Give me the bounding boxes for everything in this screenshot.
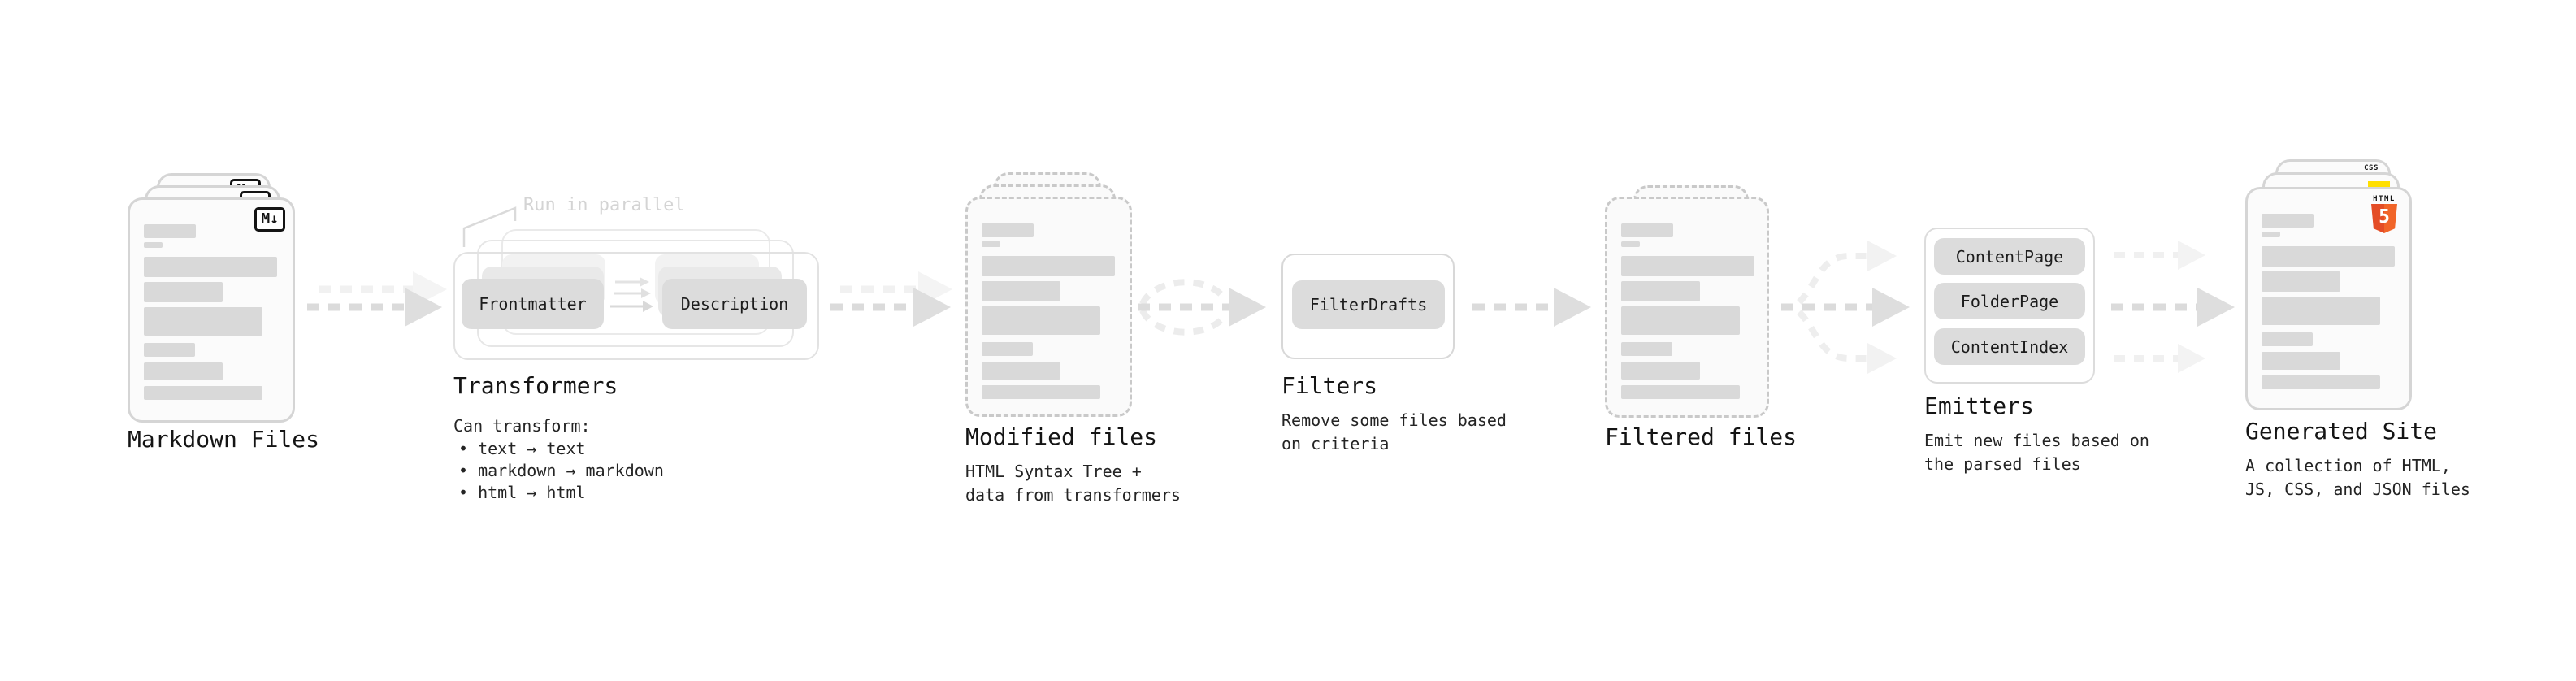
doc-line-placeholder <box>1621 306 1740 335</box>
sublabel-line: data from transformers <box>965 485 1181 505</box>
doc-line-placeholder <box>2262 246 2395 267</box>
sublabel-line: JS, CSS, and JSON files <box>2245 479 2470 499</box>
doc-line-placeholder <box>982 223 1034 237</box>
arrow-filtered-to-emitters <box>1781 241 1910 374</box>
doc-line-placeholder <box>1621 281 1700 301</box>
filters-label: Filters <box>1281 372 1378 399</box>
html5-icon-shield: 5 <box>2371 204 2397 233</box>
generated-site-label: Generated Site <box>2245 418 2438 445</box>
modified-file-card <box>965 197 1132 417</box>
doc-line-placeholder <box>2262 214 2314 228</box>
doc-line-placeholder <box>982 241 1000 247</box>
transformers-bullet: • html → html <box>458 483 586 502</box>
doc-line-placeholder <box>982 342 1033 356</box>
transformers-bullet: • text → text <box>458 439 586 458</box>
doc-line-placeholder <box>982 385 1100 399</box>
markdown-file-card: M↓ <box>128 197 295 423</box>
doc-line-placeholder <box>2262 297 2380 325</box>
doc-line-placeholder <box>1621 256 1754 276</box>
doc-line-placeholder <box>144 242 163 248</box>
doc-line-placeholder <box>144 343 195 357</box>
filtered-file-card <box>1605 197 1769 418</box>
doc-line-placeholder <box>982 256 1115 276</box>
sublabel-line: A collection of HTML, <box>2245 456 2451 475</box>
emitters-sublabel: Emit new files based on the parsed files <box>1924 429 2149 476</box>
js-icon <box>2368 181 2390 190</box>
doc-line-placeholder <box>982 362 1060 380</box>
description-transformer-chip: Description <box>662 279 807 329</box>
doc-line-placeholder <box>982 306 1100 335</box>
doc-line-placeholder <box>2262 232 2280 237</box>
sublabel-line: Emit new files based on <box>1924 431 2149 450</box>
doc-line-placeholder <box>1621 223 1673 237</box>
sublabel-line: on criteria <box>1281 434 1390 453</box>
emitters-label: Emitters <box>1924 393 2034 419</box>
arrow-modified-to-filters <box>1138 279 1266 336</box>
generated-site-sublabel: A collection of HTML, JS, CSS, and JSON … <box>2245 454 2470 501</box>
doc-line-placeholder <box>144 307 262 336</box>
css-icon-label: CSS <box>2364 164 2379 172</box>
arrow-filters-to-filtered <box>1472 288 1591 327</box>
arrow-transformers-to-modified <box>830 271 952 327</box>
sublabel-line: the parsed files <box>1924 454 2081 474</box>
site-file-card-html: HTML 5 <box>2245 187 2412 410</box>
doc-line-placeholder <box>1621 385 1740 399</box>
folderpage-emitter-chip: FolderPage <box>1934 283 2085 319</box>
doc-line-placeholder <box>144 224 196 238</box>
filters-sublabel: Remove some files based on criteria <box>1281 409 1507 456</box>
run-in-parallel-note: Run in parallel <box>523 195 685 215</box>
transformers-label: Transformers <box>453 372 618 399</box>
html5-icon-word: HTML <box>2373 195 2396 203</box>
transformers-bullet: • markdown → markdown <box>458 461 664 480</box>
transformers-subtitle: Can transform: <box>453 416 591 436</box>
doc-line-placeholder <box>1621 241 1640 247</box>
doc-line-placeholder <box>982 281 1060 301</box>
doc-line-placeholder <box>144 282 223 302</box>
contentindex-emitter-chip: ContentIndex <box>1934 328 2085 365</box>
sublabel-line: Remove some files based <box>1281 410 1507 430</box>
doc-line-placeholder <box>1621 342 1672 356</box>
transformer-stack-outline-front <box>453 252 819 360</box>
doc-line-placeholder <box>144 362 223 380</box>
doc-line-placeholder <box>2262 352 2340 370</box>
doc-line-placeholder <box>2262 375 2380 389</box>
markdown-icon: M↓ <box>254 207 285 232</box>
filterdrafts-chip: FilterDrafts <box>1292 280 1445 329</box>
modified-files-label: Modified files <box>965 423 1158 450</box>
contentpage-emitter-chip: ContentPage <box>1934 238 2085 275</box>
doc-line-placeholder <box>2262 271 2340 292</box>
markdown-files-label: Markdown Files <box>128 426 320 453</box>
doc-line-placeholder <box>144 386 262 400</box>
arrow-markdown-to-transformers <box>307 271 447 327</box>
frontmatter-transformer-chip: Frontmatter <box>462 279 604 329</box>
filtered-files-label: Filtered files <box>1605 423 1798 450</box>
doc-line-placeholder <box>144 257 277 277</box>
html5-icon-number: 5 <box>2379 206 2390 228</box>
doc-line-placeholder <box>1621 362 1700 380</box>
sublabel-line: HTML Syntax Tree + <box>965 462 1142 481</box>
modified-files-sublabel: HTML Syntax Tree + data from transformer… <box>965 460 1181 507</box>
arrow-emitters-to-site <box>2111 241 2235 373</box>
doc-line-placeholder <box>2262 332 2313 346</box>
html5-icon: HTML 5 <box>2368 195 2400 233</box>
